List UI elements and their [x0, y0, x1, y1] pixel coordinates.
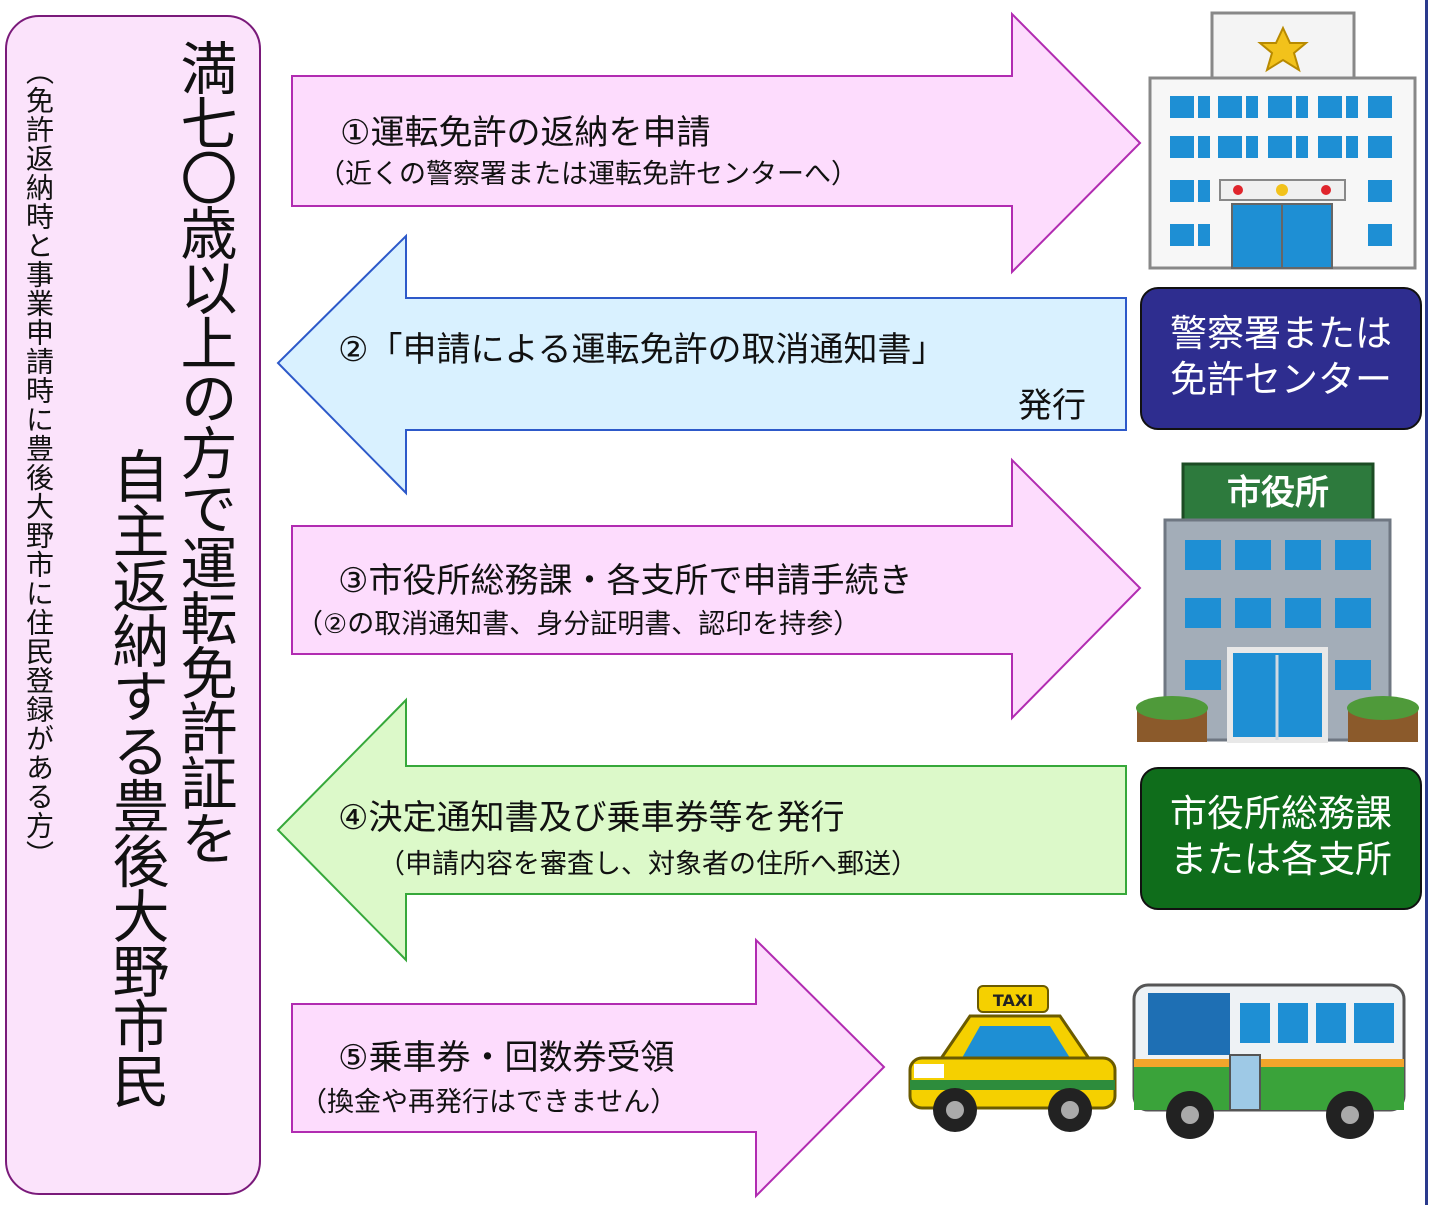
step1-main-text: ①運転免許の返納を申請 — [340, 113, 711, 153]
police-label-line2: 免許センター — [1170, 358, 1392, 402]
city-label-box: 市役所総務課 または各支所 — [1140, 767, 1422, 910]
eligibility-title-line1: 満七〇歳以上の方で運転免許証を — [171, 39, 237, 864]
police-station-icon — [1148, 11, 1417, 270]
police-label-line1: 警察署または — [1170, 312, 1392, 355]
step4-sub-text: （申請内容を審査し、対象者の住所へ郵送） — [378, 849, 918, 880]
step5-main-text: ⑤乗車券・回数券受領 — [338, 1038, 675, 1078]
step5-sub-text: （換金や再発行はできません） — [300, 1087, 678, 1118]
taxi-icon: TAXI — [908, 985, 1117, 1132]
city-hall-sign-text: 市役所 — [1227, 473, 1329, 513]
arrow-step4 — [276, 697, 1127, 963]
step1-sub-text: （近くの警察署または運転免許センターへ） — [318, 159, 858, 190]
taxi-sign-text: TAXI — [993, 991, 1033, 1010]
arrow-step1 — [291, 11, 1142, 275]
arrow-step3 — [291, 457, 1142, 721]
city-hall-icon: 市役所 — [1136, 462, 1419, 743]
step2-sub-text: 発行 — [1018, 386, 1086, 426]
eligibility-title-line2: 自主返納する豊後大野市民 — [103, 447, 169, 1107]
arrow-step2 — [276, 233, 1127, 496]
step3-sub-text: （②の取消通知書、身分証明書、認印を持参） — [296, 609, 861, 640]
step2-main-text: ②「申請による運転免許の取消通知書」 — [338, 330, 946, 370]
step4-main-text: ④決定通知書及び乗車券等を発行 — [338, 798, 845, 838]
city-label-line1: 市役所総務課 — [1170, 792, 1392, 835]
police-label-box: 警察署または 免許センター — [1140, 287, 1422, 430]
city-label-line2: または各支所 — [1170, 838, 1392, 882]
eligibility-box: （免許返納時と事業申請時に豊後大野市に住民登録がある方） 満七〇歳以上の方で運転… — [5, 15, 261, 1195]
eligibility-note: （免許返納時と事業申請時に豊後大野市に住民登録がある方） — [22, 57, 55, 869]
bus-icon — [1132, 983, 1406, 1139]
step3-main-text: ③市役所総務課・各支所で申請手続き — [338, 561, 913, 601]
arrow-step5 — [291, 937, 886, 1199]
right-divider-line — [1425, 0, 1428, 1205]
